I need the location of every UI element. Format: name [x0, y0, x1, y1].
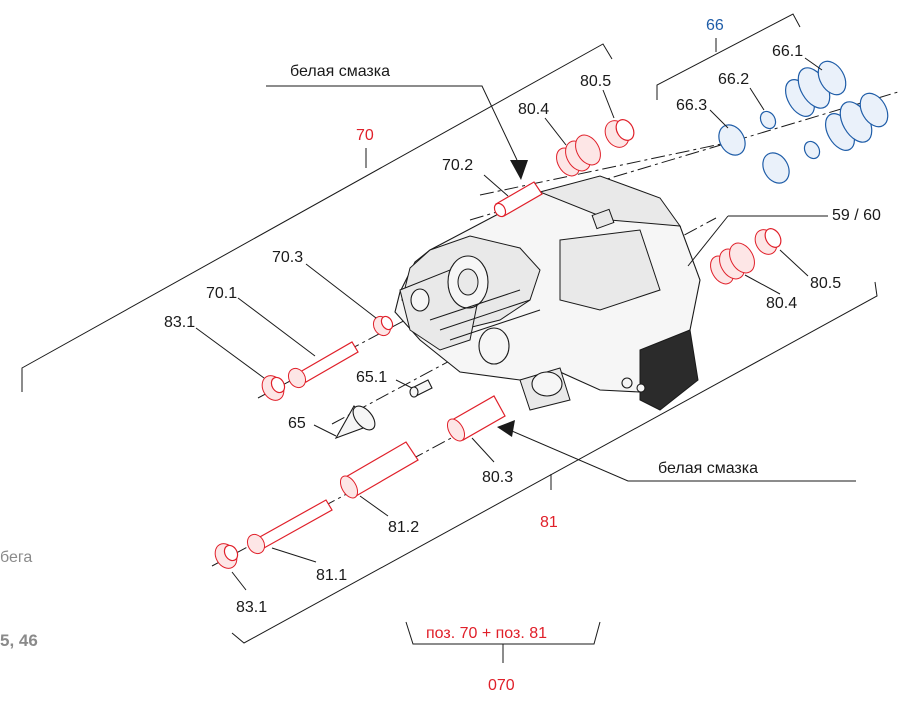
label-65: 65: [288, 415, 306, 432]
label-070: 070: [488, 677, 515, 694]
cap-65: [313, 405, 376, 440]
label-white-grease-bottom: белая смазка: [658, 460, 758, 477]
label-65-1: 65.1: [356, 369, 387, 386]
grease-leader-bottom: [504, 427, 856, 482]
cap-83-1-bottom: [214, 543, 247, 591]
label-66-2: 66.2: [718, 71, 749, 88]
label-66-3: 66.3: [676, 97, 707, 114]
plug-66-2: [749, 87, 821, 160]
label-59-60: 59 / 60: [832, 207, 881, 224]
sleeve-70-2: [483, 174, 543, 218]
label-80-4-top: 80.4: [518, 101, 549, 118]
label-70: 70: [356, 127, 374, 144]
grease-leader-top: [266, 85, 518, 161]
brake-caliper-body: [394, 175, 701, 411]
sleeve-81-2: [339, 441, 419, 517]
cap-83-1-top: [195, 327, 286, 401]
plug-65-1: [395, 379, 433, 398]
bellows-80-4-top: [544, 117, 601, 177]
label-70-1: 70.1: [206, 285, 237, 302]
side-fragment-1: бега: [0, 549, 32, 566]
bracket-70: [21, 43, 613, 392]
label-70-3: 70.3: [272, 249, 303, 266]
bolt-70-1: [237, 297, 359, 389]
label-81: 81: [540, 514, 558, 531]
bolt-81-1: [246, 499, 333, 563]
label-80-4-right: 80.4: [766, 295, 797, 312]
label-white-grease-top: белая смазка: [290, 63, 390, 80]
seal-66-3: [709, 109, 790, 184]
cap-80-5-right: [754, 228, 809, 277]
ring-70-3: [305, 263, 394, 337]
label-80-5-right: 80.5: [810, 275, 841, 292]
label-combo: поз. 70 + поз. 81: [426, 625, 547, 642]
label-66-1: 66.1: [772, 43, 803, 60]
label-66: 66: [706, 17, 724, 34]
bracket-81: [231, 281, 878, 644]
label-81-1: 81.1: [316, 567, 347, 584]
grease-arrow-top: [510, 160, 528, 180]
label-80-3: 80.3: [482, 469, 513, 486]
bellows-80-4-right: [710, 242, 781, 295]
label-80-5-top: 80.5: [580, 73, 611, 90]
grease-arrow-bottom: [497, 420, 515, 437]
label-70-2: 70.2: [442, 157, 473, 174]
label-81-2: 81.2: [388, 519, 419, 536]
side-fragment-2: 5, 46: [0, 631, 38, 650]
sleeve-80-3: [446, 395, 506, 463]
boot-66-1-upper: [784, 57, 847, 117]
label-83-1-top: 83.1: [164, 314, 195, 331]
label-83-1-bottom: 83.1: [236, 599, 267, 616]
cap-80-5-top: [602, 89, 635, 148]
bracket-66: [656, 13, 801, 100]
boot-66-1-lower: [824, 92, 889, 151]
